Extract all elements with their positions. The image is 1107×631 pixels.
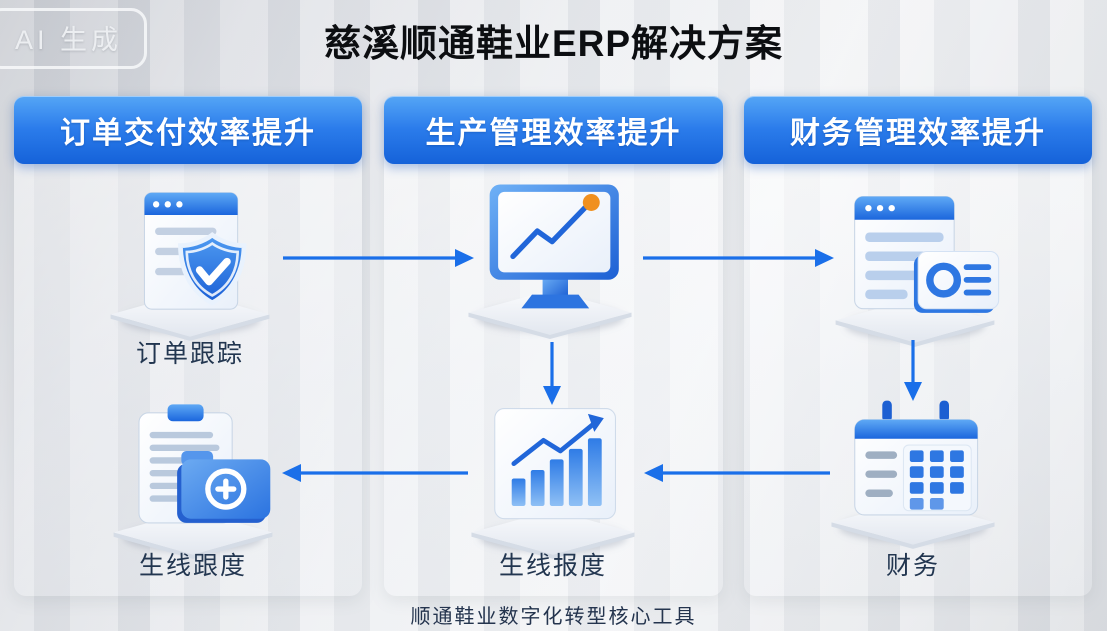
- footer-caption: 顺通鞋业数字化转型核心工具: [410, 606, 697, 628]
- browser-report-card-icon: [825, 188, 1005, 357]
- calendar-grid-icon: [823, 390, 1003, 559]
- clipboard-folder-plus-icon: [103, 398, 283, 567]
- ai-generated-badge: AI 生成: [0, 8, 148, 69]
- monitor-trend-chart-icon: [460, 176, 640, 345]
- page-title: 慈溪顺通鞋业ERP解决方案: [323, 23, 784, 64]
- node-label-production-progress: 生线跟度: [138, 552, 247, 580]
- document-shield-icon: [100, 180, 280, 349]
- node-label-finance: 财务: [885, 552, 940, 580]
- node-label-production-report: 生线报度: [498, 552, 607, 580]
- column-header-finance-management: 财务管理效率提升: [744, 96, 1092, 164]
- barchart-growth-icon: [463, 398, 643, 567]
- node-label-order-tracking: 订单跟踪: [135, 340, 244, 368]
- column-header-production-management: 生产管理效率提升: [384, 96, 723, 164]
- column-header-order-delivery: 订单交付效率提升: [14, 96, 362, 164]
